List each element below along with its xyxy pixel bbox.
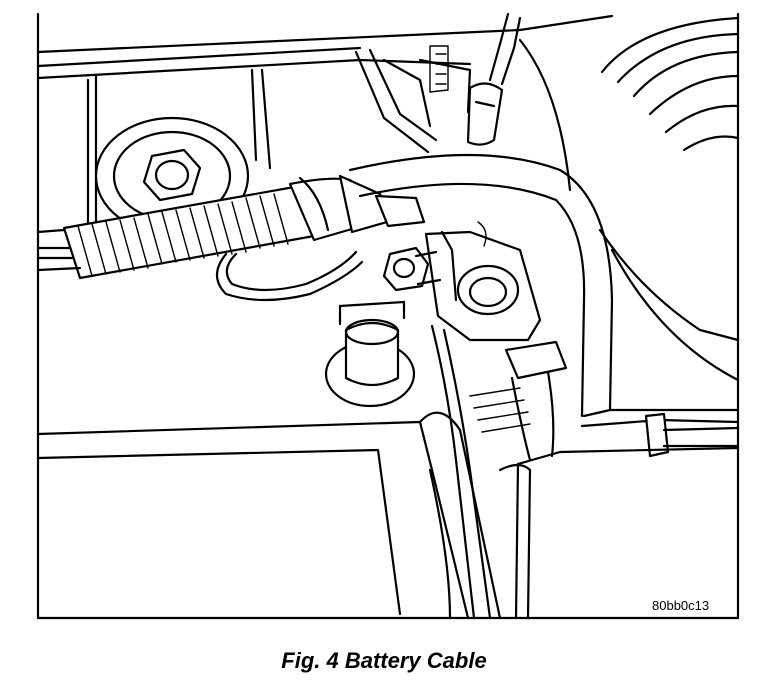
battery-tray-housing	[498, 228, 740, 620]
ground-wire-terminal	[466, 12, 522, 146]
mounting-bracket	[354, 45, 472, 154]
battery-case	[36, 324, 502, 620]
strut-tower	[518, 16, 740, 192]
hose-elbow	[469, 340, 568, 462]
figure-reference-code: 80bb0c13	[652, 598, 710, 613]
battery-post	[324, 300, 416, 408]
positive-cable	[348, 153, 740, 458]
small-wire	[215, 250, 364, 302]
frame-edges	[36, 12, 740, 620]
figure-caption: Fig. 4 Battery Cable	[281, 648, 487, 673]
cable-clamp-terminal	[382, 221, 542, 342]
battery-cable-body	[288, 174, 426, 242]
